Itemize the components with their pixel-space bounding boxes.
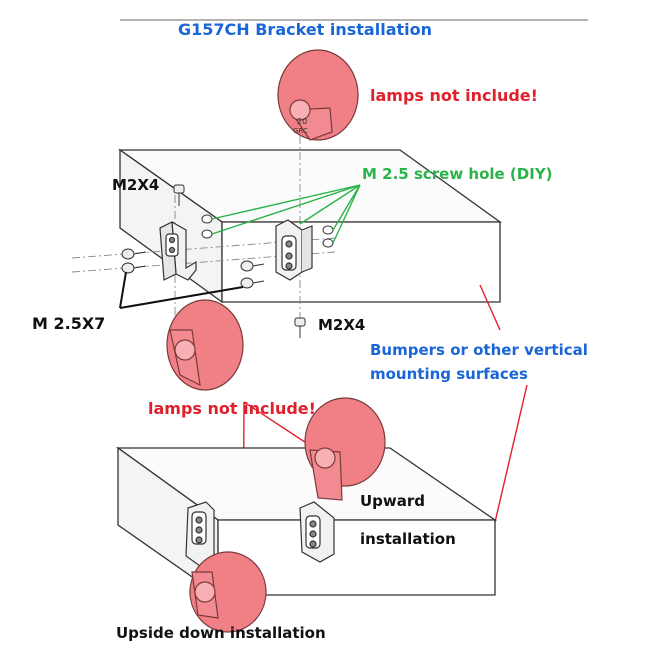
diagram-title: G157CH Bracket installation xyxy=(178,20,433,39)
screw-hole-leader-lines xyxy=(211,184,361,244)
upward-label-line1: Upward xyxy=(360,492,426,510)
m2x4-mid-label: M2X4 xyxy=(318,316,366,334)
upside-down-label: Upside down installation xyxy=(116,624,326,642)
lamp-middle xyxy=(166,299,244,391)
m25x7-label: M 2.5X7 xyxy=(32,314,106,333)
bracket-left-upper xyxy=(159,221,197,281)
screw-hole-label: M 2.5 screw hole (DIY) xyxy=(362,165,553,183)
lamps-not-include-top: lamps not include! xyxy=(370,86,538,105)
bumpers-label-line2: mounting surfaces xyxy=(370,365,528,383)
lamps-not-include-mid: lamps not include! xyxy=(148,399,316,418)
lamp-top-brand: GRC xyxy=(293,127,308,135)
lamp-top-mark: 20 xyxy=(297,117,307,126)
screw-label-leaders xyxy=(119,271,244,309)
lamp-top: 20 GRC xyxy=(277,49,359,141)
screws xyxy=(121,184,306,338)
bumpers-label-line1: Bumpers or other vertical xyxy=(370,341,588,359)
m2x4-top-label: M2X4 xyxy=(112,176,160,194)
bumper-leader xyxy=(479,284,501,331)
bracket-right-lower xyxy=(299,501,335,563)
upward-label-line2: installation xyxy=(360,530,456,548)
bracket-left-lower xyxy=(185,501,215,567)
lamp-upside-down xyxy=(189,551,267,633)
lower-bumper-beam xyxy=(115,446,498,597)
lamp-upward xyxy=(304,397,386,501)
bracket-right-upper xyxy=(275,219,313,281)
